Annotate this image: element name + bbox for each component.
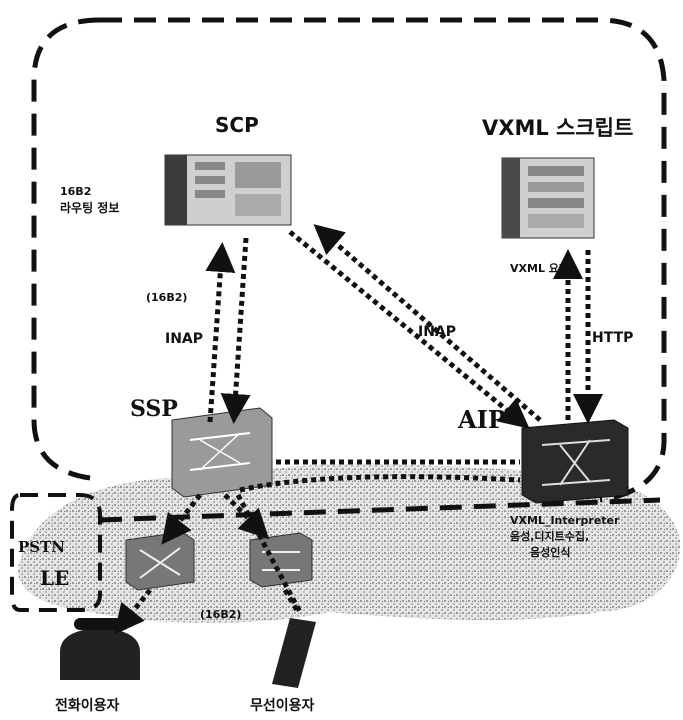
link-scp-ssp-up (205, 242, 236, 423)
link-ssp-le (161, 493, 202, 545)
scp-server-icon (164, 154, 292, 226)
wired-user-label: 전화이용자 (55, 697, 120, 714)
http-label: HTTP (592, 330, 633, 346)
telephone-icon (60, 618, 140, 680)
ssp-switch-icon (171, 407, 273, 498)
le-label: LE (40, 566, 69, 590)
vxml-server-icon (501, 157, 595, 239)
pstn-le-boundary (10, 493, 102, 612)
wireless-user-label: 무선이용자 (250, 697, 315, 714)
link-aip-scp-b (288, 230, 530, 429)
service-domain-boundary (31, 17, 667, 503)
link-ssp-mobile (235, 493, 303, 614)
aip-switch-icon (521, 419, 629, 504)
mobile-code-label: (16B2) (200, 608, 241, 621)
inap-left-code: (16B2) (146, 291, 187, 304)
aip-function-line3: 음성인식 (530, 545, 570, 559)
inap-left-label: INAP (165, 331, 203, 347)
scp-label: SCP (215, 113, 259, 137)
link-scp-ssp-down (220, 237, 251, 424)
inap-right-label: INAP (418, 324, 456, 340)
link-aip-scp-a (313, 224, 542, 422)
vxml-script-label: VXML 스크립트 (482, 116, 633, 140)
routing-label-line2: 라우팅 정보 (60, 200, 119, 215)
pstn-label: PSTN (18, 538, 65, 556)
le-switch-icon (125, 531, 195, 591)
vxml-request-label: VXML 요청 (510, 261, 569, 275)
aip-function-line1: VXML_Interpreter (510, 514, 620, 527)
routing-label-line1: 16B2 (60, 185, 91, 198)
boundary-bottom (99, 497, 661, 523)
aip-label: AIP (457, 405, 506, 434)
aip-function-line2: 음성,디지트수집, (510, 529, 589, 543)
link-ssp-aip-lower (239, 474, 521, 493)
ssp-label: SSP (130, 396, 178, 422)
mobile-phone-icon (272, 618, 316, 688)
